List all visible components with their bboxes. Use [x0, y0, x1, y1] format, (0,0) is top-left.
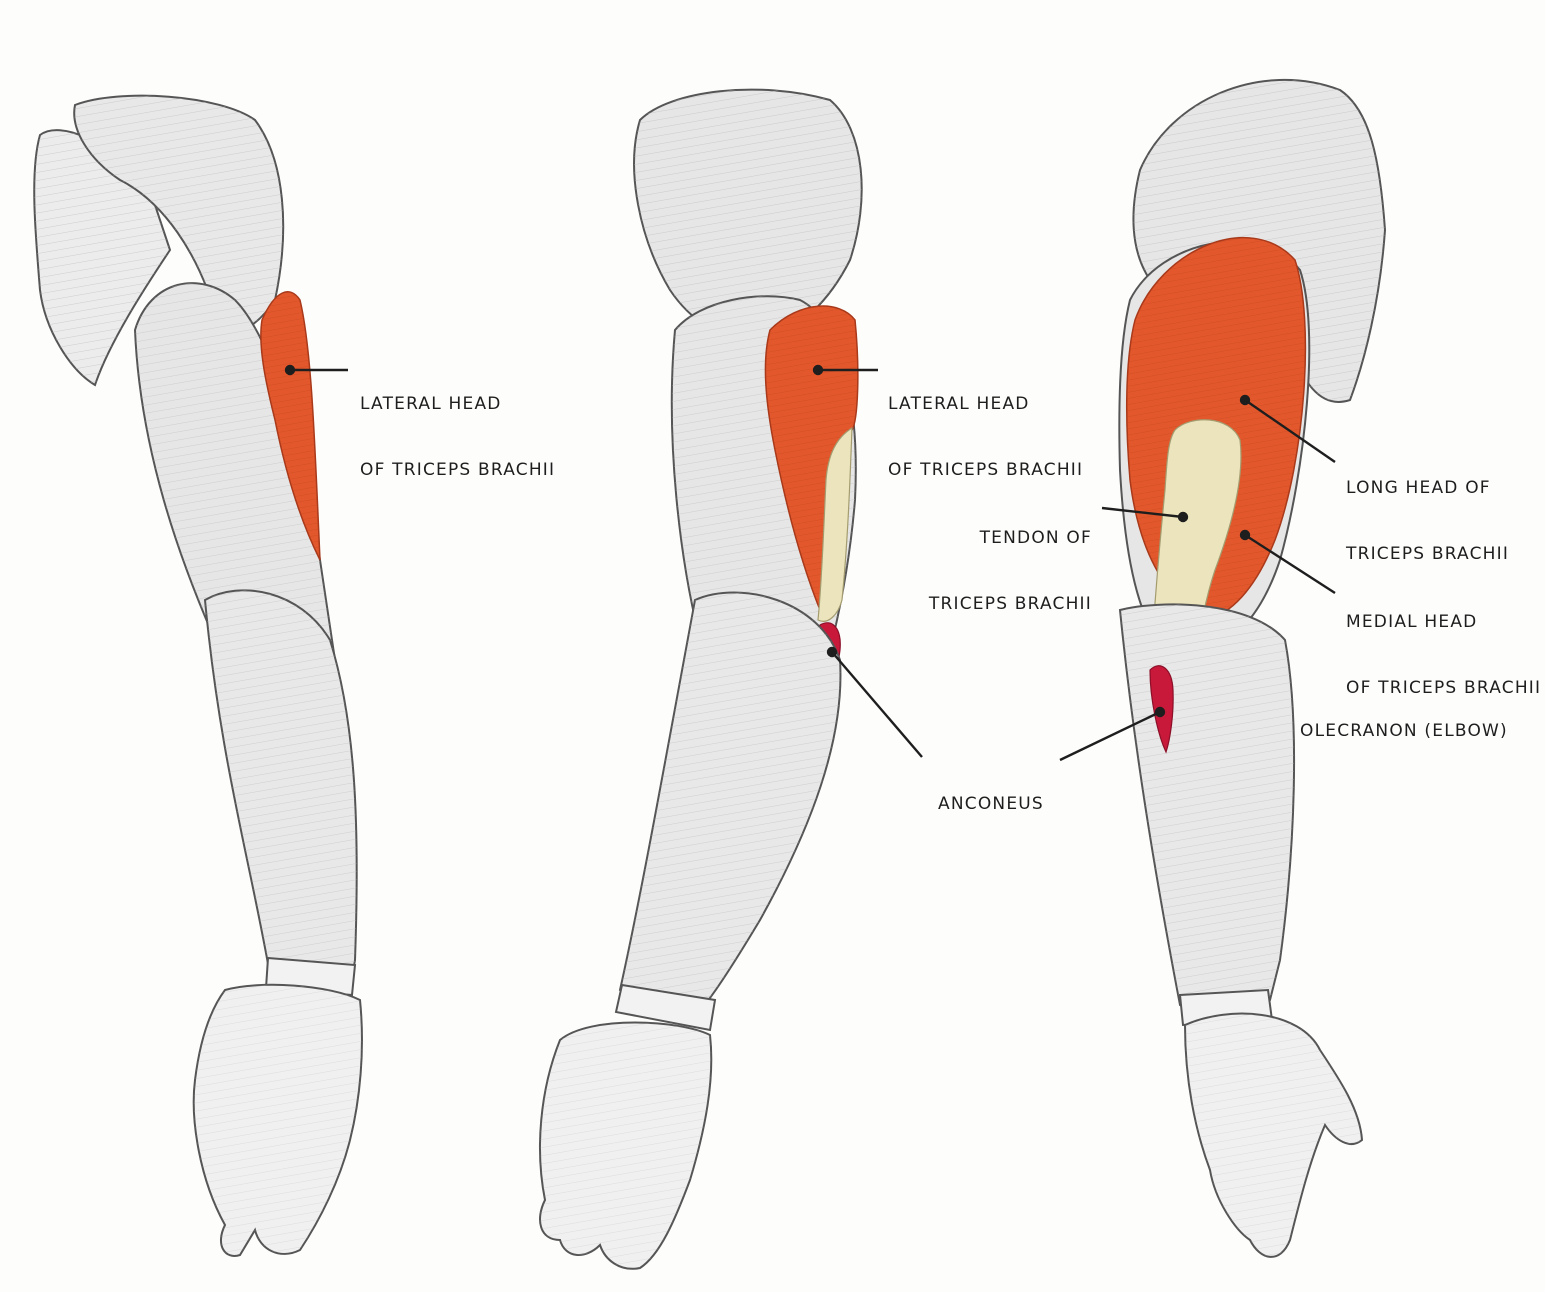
label-line: LATERAL HEAD — [888, 394, 1030, 414]
label-line: ANCONEUS — [938, 794, 1044, 814]
leader-long-head — [1239, 394, 1336, 463]
label-line: OF TRICEPS BRACHII — [888, 460, 1084, 480]
leader-middle-lateral-head — [812, 364, 878, 376]
label-line: OF TRICEPS BRACHII — [360, 460, 556, 480]
leader-medial-head — [1239, 529, 1336, 595]
left-arm — [33, 94, 363, 1257]
label-line: OLECRANON (ELBOW) — [1300, 721, 1508, 741]
leader-left-lateral-head — [284, 364, 348, 376]
label-long-head: LONG HEAD OF TRICEPS BRACHII — [1346, 433, 1509, 587]
label-line: TENDON OF — [979, 528, 1092, 548]
label-line: MEDIAL HEAD — [1346, 612, 1478, 632]
label-line: OF TRICEPS BRACHII — [1346, 678, 1542, 698]
middle-arm — [539, 88, 863, 1270]
label-olecranon: OLECRANON (ELBOW) — [1300, 676, 1508, 764]
leader-tendon — [1101, 506, 1189, 523]
label-tendon: TENDON OF TRICEPS BRACHII — [910, 483, 1092, 637]
label-middle-lateral-head: LATERAL HEAD OF TRICEPS BRACHII — [888, 349, 1083, 503]
right-arm — [1118, 78, 1387, 1258]
label-line: LATERAL HEAD — [360, 394, 502, 414]
label-line: TRICEPS BRACHII — [1346, 544, 1510, 564]
middle-tendon — [817, 426, 853, 622]
label-left-lateral-head: LATERAL HEAD OF TRICEPS BRACHII — [360, 349, 555, 503]
leader-lines — [284, 364, 1336, 762]
label-line: LONG HEAD OF — [1346, 478, 1491, 498]
label-anconeus: ANCONEUS — [938, 749, 1044, 837]
leader-anconeus-right — [1059, 706, 1166, 762]
label-medial-head: MEDIAL HEAD OF TRICEPS BRACHII — [1346, 567, 1541, 721]
leader-anconeus-middle — [826, 646, 923, 758]
label-line: TRICEPS BRACHII — [928, 594, 1092, 614]
